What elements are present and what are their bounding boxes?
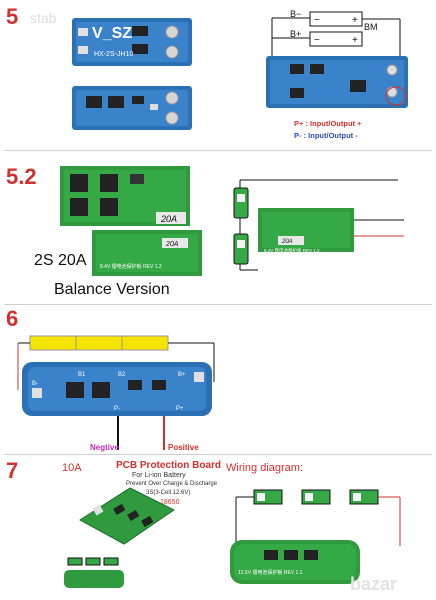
- rating-20a-text: 20A: [160, 214, 177, 224]
- pad-b-minus: B-: [32, 381, 38, 387]
- b-plus-label: B+: [290, 29, 301, 39]
- product-label-balance: Balance Version: [54, 281, 170, 298]
- board-model-text: HX-2S-JH10: [94, 51, 133, 58]
- section-number-7: 7: [6, 458, 19, 483]
- wiring-diagram-title: Wiring diagram:: [226, 462, 304, 474]
- rating-20a-text-2: 20A: [165, 241, 179, 248]
- minus-symbol-2: −: [314, 35, 320, 46]
- section-number-5-2: 5.2: [6, 164, 37, 189]
- p-minus-label: P- : Input/Output -: [294, 131, 358, 140]
- bm-label: BM: [364, 22, 378, 32]
- product-label-2s-20a: 2S 20A: [34, 252, 87, 269]
- section-number-6: 6: [6, 306, 19, 331]
- board-label-text: V_SZ: [92, 25, 132, 42]
- plus-symbol: +: [352, 15, 358, 26]
- section-divider: [4, 304, 432, 305]
- bms-board-blue-top: V_SZ HX-2S-JH10: [72, 18, 192, 66]
- negative-label: Negtive: [90, 443, 119, 452]
- board-rev-text-3: 12.6V 锂电池保护板 REV 1.1: [238, 569, 303, 576]
- pad-b-plus: B+: [178, 372, 186, 378]
- bms-board-green-20a: 20A: [60, 166, 190, 226]
- watermark-text: stab: [30, 10, 57, 26]
- section52-wiring-diagram: 20A 8.4V 锂电池保护板 REV 1.2: [233, 179, 404, 271]
- positive-label: Positive: [168, 443, 199, 452]
- section7-small-wiring: [64, 557, 124, 588]
- minus-symbol: −: [314, 15, 320, 26]
- pad-b1: B1: [78, 372, 86, 378]
- product-title: PCB Protection Board: [116, 460, 222, 471]
- bms-board-green-balance: 20A 8.4V 锂电池保护板 REV 1.2: [92, 230, 202, 276]
- product-line-2: Prevent Over Charge & Discharge: [126, 481, 218, 487]
- section-divider: [4, 454, 432, 455]
- plus-symbol-2: +: [352, 35, 358, 46]
- p-plus-label: P+ : Input/Output +: [294, 119, 362, 128]
- pad-p-plus: P+: [176, 406, 184, 412]
- bms-board-green-10a: [79, 487, 175, 545]
- rating-20a-text-3: 20A: [281, 239, 293, 245]
- section5-wiring-diagram: B− B+ − + − + BM P+ : Input/Output + P- …: [266, 9, 408, 140]
- pad-p-minus: P-: [114, 406, 120, 412]
- board-rev-text-2: 8.4V 锂电池保护板 REV 1.2: [264, 247, 320, 254]
- product-line-3: 3S(3-Cell 12.6V): [146, 490, 191, 496]
- board-rev-text: 8.4V 锂电池保护板 REV 1.2: [100, 263, 162, 270]
- rating-10a-text: 10A: [62, 462, 82, 474]
- b-minus-label: B−: [290, 9, 301, 19]
- pad-b2: B2: [118, 372, 126, 378]
- section6-wiring-diagram: B- B1 B2 B+ P- P+ Negtive Positive: [17, 335, 215, 452]
- section-divider: [4, 150, 432, 151]
- watermark-text: bazar: [350, 574, 398, 594]
- product-line-1: For Li-ion Battery: [132, 472, 186, 479]
- product-line-4: 18650: [160, 499, 180, 506]
- bms-board-blue-bottom: [72, 86, 192, 130]
- section7-wiring-diagram: 12.6V 锂电池保护板 REV 1.1: [230, 489, 401, 584]
- section-number-5: 5: [6, 4, 19, 29]
